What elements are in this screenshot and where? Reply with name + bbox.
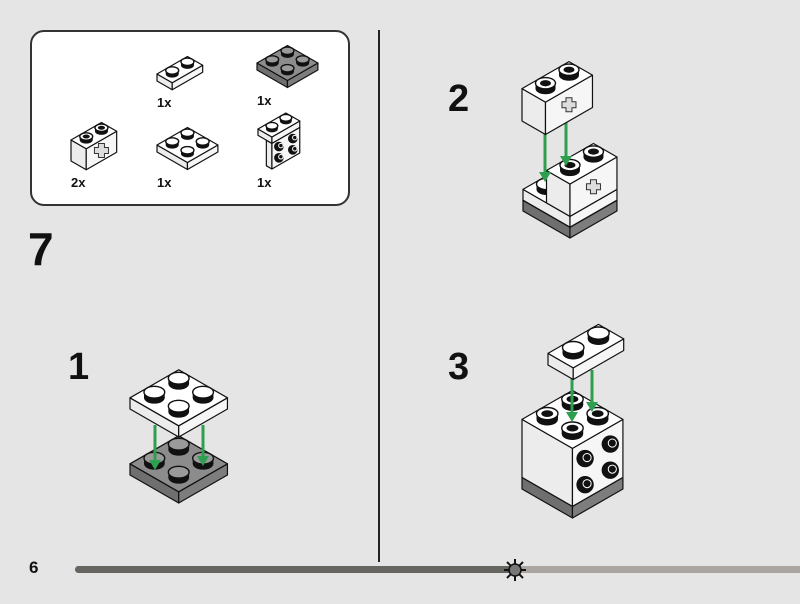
stud-top — [165, 66, 180, 75]
stud-top — [167, 371, 190, 385]
part-technic-brick-1x2 — [70, 121, 118, 171]
stud-top — [192, 385, 215, 399]
step1-arrow-left — [149, 425, 161, 470]
main-step-number: 7 — [28, 223, 54, 275]
stud-hole — [587, 148, 599, 155]
step1-gray-plate — [129, 435, 229, 504]
stud-top — [280, 63, 295, 73]
stud-top — [280, 46, 295, 56]
top-face — [256, 44, 319, 82]
stud-top — [279, 113, 293, 122]
stud-hole — [541, 410, 554, 417]
stud-top — [561, 340, 585, 355]
qty-plate-2x2-gray: 1x — [257, 93, 272, 108]
stud-top — [195, 137, 210, 146]
step3-floating-plate — [547, 323, 625, 381]
part-plate-2x2-white — [156, 126, 219, 171]
stud-hole — [566, 424, 579, 432]
stud-top — [265, 55, 280, 64]
step2-floating-brick — [521, 60, 594, 136]
top-face — [156, 126, 219, 164]
arrow-head — [560, 156, 572, 166]
axle-hole — [585, 179, 601, 195]
stud-top — [295, 55, 310, 64]
arrow-head — [586, 402, 598, 412]
stud-top — [167, 465, 190, 479]
arrow-head — [539, 172, 551, 182]
top-face — [129, 369, 229, 427]
arrow-head — [149, 460, 161, 470]
stud-hole — [539, 80, 551, 87]
qty-plate-1x2-white: 1x — [157, 95, 172, 110]
stud-top — [167, 399, 190, 413]
stud-top — [180, 57, 195, 67]
side-stud-ring — [278, 154, 284, 160]
stud-top — [143, 385, 166, 399]
qty-plate-2x2-white: 1x — [157, 175, 172, 190]
side-stud-ring — [582, 479, 592, 489]
side-stud-ring — [607, 438, 617, 448]
part-bracket-top — [257, 112, 301, 144]
part-plate-1x2-white — [156, 55, 204, 91]
stud-top — [165, 137, 180, 146]
side-stud-ring — [582, 452, 592, 463]
sun-icon — [504, 559, 526, 581]
step1-arrow-right — [197, 425, 209, 466]
step2-brick — [545, 142, 618, 217]
left-face — [265, 139, 273, 170]
axle-hole — [561, 97, 577, 113]
stud-top — [180, 145, 195, 155]
stud-hole — [97, 125, 106, 130]
step1-white-plate — [129, 369, 229, 438]
step3-arrow-left — [566, 373, 578, 422]
side-stud-ring — [292, 134, 298, 141]
qty-technic-brick: 2x — [71, 175, 86, 190]
step3-arrow-right — [586, 370, 598, 412]
progress-bar-fill — [75, 566, 518, 573]
stud-top — [265, 121, 279, 130]
step2-arrow-right — [560, 120, 572, 166]
arrow-head — [197, 456, 209, 466]
progress-bar — [75, 566, 800, 573]
arrow-head — [566, 412, 578, 422]
step2-arrow-left — [539, 128, 551, 182]
stud-hole — [591, 410, 604, 417]
stud-hole — [563, 66, 575, 73]
part-plate-2x2-gray — [256, 44, 319, 89]
step-number-3: 3 — [448, 346, 470, 388]
column-divider — [378, 30, 380, 562]
stud-top — [167, 437, 190, 451]
stud-top — [180, 128, 195, 138]
axle-hole — [93, 143, 109, 158]
step-number-1: 1 — [68, 346, 90, 388]
side-stud-ring — [292, 146, 298, 152]
stud-hole — [82, 134, 90, 139]
qty-bracket: 1x — [257, 175, 272, 190]
stud-top — [587, 326, 610, 340]
page-number: 6 — [29, 558, 39, 577]
side-stud-ring — [278, 142, 284, 149]
side-stud-ring — [607, 464, 617, 474]
step-number-2: 2 — [448, 78, 470, 120]
